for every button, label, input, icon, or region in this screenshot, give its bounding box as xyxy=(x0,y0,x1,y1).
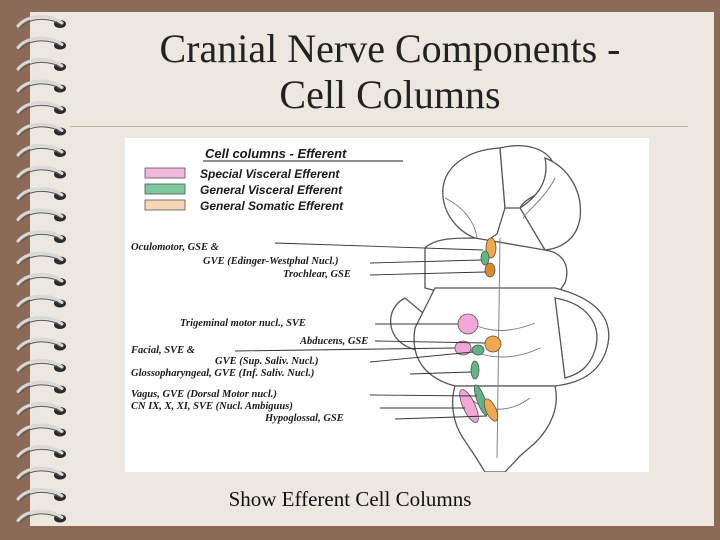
nucleus-trigeminal-motor-sve xyxy=(457,313,479,335)
binding-ring-shadow xyxy=(19,513,62,523)
leader-lines xyxy=(234,242,488,420)
binding-ring xyxy=(16,144,64,157)
binding-ring xyxy=(16,402,64,415)
binding-ring-shadow xyxy=(19,169,62,179)
binding-ring-shadow xyxy=(19,18,62,29)
binding-ring-shadow xyxy=(19,190,62,201)
slide-title: Cranial Nerve Components - Cell Columns xyxy=(90,26,690,118)
binding-ring xyxy=(16,466,64,479)
binding-ring-shadow xyxy=(19,384,62,394)
binding-ring xyxy=(16,36,64,49)
binding-ring xyxy=(16,122,64,135)
binding-ring xyxy=(16,208,64,221)
nucleus-trochlear-gse xyxy=(484,262,496,278)
binding-ring xyxy=(16,79,64,92)
legend-label-gve: General Visceral Efferent xyxy=(200,183,343,197)
legend-label-gse: General Somatic Efferent xyxy=(200,199,344,213)
label-edinger-westphal: GVE (Edinger-Westphal Nucl.) xyxy=(203,256,338,267)
slide-caption: Show Efferent Cell Columns xyxy=(228,487,472,511)
label-superior-salivatory: GVE (Sup. Saliv. Nucl.) xyxy=(215,356,318,367)
label-abducens: Abducens, GSE xyxy=(299,336,368,347)
binding-ring-shadow xyxy=(19,298,62,308)
label-glossopharyngeal: Glossopharyngeal, GVE (Inf. Saliv. Nucl.… xyxy=(131,368,314,379)
label-facial: Facial, SVE & xyxy=(130,345,196,356)
binding-ring-shadow xyxy=(19,147,62,158)
legend-title: Cell columns - Efferent xyxy=(205,146,347,161)
binding-ring-shadow xyxy=(19,83,62,93)
binding-ring-shadow xyxy=(19,405,62,416)
nucleus-hypoglossal-gse xyxy=(483,398,499,422)
nucleus-abducens-gse xyxy=(484,335,502,353)
brainstem-detail-lines xyxy=(444,177,556,459)
label-oculomotor: Oculomotor, GSE & xyxy=(131,242,220,253)
label-trigeminal-motor: Trigeminal motor nucl., SVE xyxy=(180,318,306,329)
binding-ring-shadow xyxy=(19,448,62,459)
binding-ring-shadow xyxy=(19,362,62,373)
binding-ring xyxy=(16,488,64,501)
nucleus-ambiguus-sve xyxy=(459,389,479,423)
label-nucleus-ambiguus: CN IX, X, XI, SVE (Nucl. Ambiguus) xyxy=(131,401,293,412)
binding-ring-shadow xyxy=(19,276,62,287)
label-trochlear: Trochlear, GSE xyxy=(283,269,351,280)
legend-swatch-sve xyxy=(144,167,186,179)
binding-ring xyxy=(16,273,64,286)
title-line-2: Cell Columns xyxy=(279,72,501,117)
binding-ring-shadow xyxy=(19,491,62,502)
binding-ring-shadow xyxy=(19,427,62,437)
binding-ring xyxy=(16,509,64,522)
binding-ring xyxy=(16,445,64,458)
legend-swatch-gve xyxy=(144,183,186,195)
nucleus-inferior-salivatory-gve xyxy=(470,360,480,380)
spiral-binding xyxy=(16,15,66,523)
binding-ring xyxy=(16,251,64,264)
label-hypoglossal: Hypoglossal, GSE xyxy=(264,413,344,424)
label-vagus: Vagus, GVE (Dorsal Motor nucl.) xyxy=(131,389,277,400)
binding-ring-shadow xyxy=(19,61,62,72)
diagram-svg: Cell columns - Efferent Special Visceral… xyxy=(130,145,610,473)
binding-ring-shadow xyxy=(19,40,62,50)
binding-ring xyxy=(16,294,64,307)
binding-ring xyxy=(16,230,64,243)
nucleus-salivatory-gve xyxy=(471,344,485,356)
binding-ring-shadow xyxy=(19,255,62,265)
binding-ring-shadow xyxy=(19,126,62,136)
binding-ring-shadow xyxy=(19,341,62,351)
binding-ring xyxy=(16,101,64,114)
binding-ring-shadow xyxy=(19,319,62,330)
binding-ring xyxy=(16,316,64,329)
binding-ring xyxy=(16,337,64,350)
binding-ring-shadow xyxy=(19,104,62,115)
binding-ring xyxy=(16,359,64,372)
binding-ring-shadow xyxy=(19,470,62,480)
title-line-1: Cranial Nerve Components - xyxy=(159,26,621,71)
binding-ring xyxy=(16,187,64,200)
brainstem-outline xyxy=(389,145,610,473)
nucleus-edinger-westphal-gve xyxy=(480,250,490,266)
binding-ring xyxy=(16,165,64,178)
legend-swatch-gse xyxy=(144,199,186,211)
binding-ring xyxy=(16,15,64,28)
title-divider xyxy=(70,126,688,127)
binding-ring xyxy=(16,58,64,71)
binding-ring-shadow xyxy=(19,212,62,222)
nucleus-oculomotor-gse xyxy=(485,237,497,259)
nucleus-dorsal-motor-vagus-gve xyxy=(473,384,489,416)
binding-ring xyxy=(16,423,64,436)
brainstem-diagram: Cell columns - Efferent Special Visceral… xyxy=(125,138,649,473)
binding-ring-shadow xyxy=(19,233,62,244)
binding-ring xyxy=(16,380,64,393)
legend-label-sve: Special Visceral Efferent xyxy=(200,167,340,181)
